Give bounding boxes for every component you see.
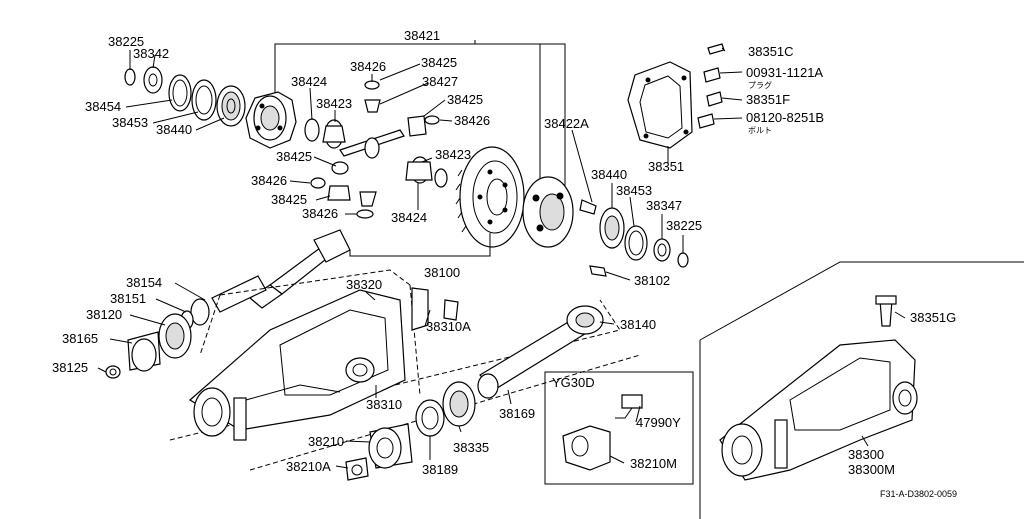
label-38425: 38425 — [447, 92, 483, 107]
note-bolt: ボルト — [748, 126, 772, 135]
front-seal-stack — [105, 275, 267, 379]
label-38426: 38426 — [251, 173, 287, 188]
label-47990Y: 47990Y — [636, 415, 681, 430]
label-38453: 38453 — [112, 115, 148, 130]
label-38347: 38347 — [646, 198, 682, 213]
label-38165: 38165 — [62, 331, 98, 346]
label-38426: 38426 — [302, 206, 338, 221]
label-38320: 38320 — [346, 277, 382, 292]
part-labels: 38225 38342 38454 38453 38440 38421 3842… — [52, 28, 957, 499]
left-bearing-stack — [124, 66, 246, 127]
label-38421: 38421 — [404, 28, 440, 43]
rear-cover-38351 — [627, 43, 725, 149]
label-38342: 38342 — [133, 46, 169, 61]
label-38351F: 38351F — [746, 92, 790, 107]
label-38189: 38189 — [422, 462, 458, 477]
bracket-38320 — [411, 287, 429, 331]
yg30d-box — [544, 371, 694, 485]
label-38100: 38100 — [424, 265, 460, 280]
label-38424: 38424 — [391, 210, 427, 225]
drawing-code: F31-A-D3802-0059 — [880, 489, 957, 499]
label-38351C: 38351C — [748, 44, 794, 59]
label-38424: 38424 — [291, 74, 327, 89]
label-38300M: 38300M — [848, 462, 895, 477]
label-38125: 38125 — [52, 360, 88, 375]
drive-pinion-38100 — [248, 229, 491, 309]
label-38427: 38427 — [422, 74, 458, 89]
label-38454: 38454 — [85, 99, 121, 114]
label-38423: 38423 — [316, 96, 352, 111]
label-38225: 38225 — [108, 34, 144, 49]
differential-case — [245, 91, 297, 149]
label-38440: 38440 — [591, 167, 627, 182]
label-38351G: 38351G — [910, 310, 956, 325]
label-08120-8251B: 08120-8251B — [746, 110, 824, 125]
label-38225: 38225 — [666, 218, 702, 233]
leader-lines — [97, 47, 906, 469]
label-38351: 38351 — [648, 159, 684, 174]
label-38335: 38335 — [453, 440, 489, 455]
label-38210A: 38210A — [286, 459, 331, 474]
gear-cluster — [304, 80, 448, 219]
label-38154: 38154 — [126, 275, 162, 290]
label-38210: 38210 — [308, 434, 344, 449]
carrier-housing-38310 — [188, 287, 459, 441]
label-38425: 38425 — [271, 192, 307, 207]
right-carrier — [522, 176, 689, 277]
note-plug: プラグ — [748, 80, 772, 90]
label-38440: 38440 — [156, 122, 192, 137]
label-38426: 38426 — [454, 113, 490, 128]
assembly-38300 — [699, 261, 1024, 519]
o-ring-38225 — [124, 68, 136, 86]
axle-shaft-38140 — [477, 305, 604, 399]
label-38120: 38120 — [86, 307, 122, 322]
label-38423: 38423 — [435, 147, 471, 162]
bracket-38421 — [274, 40, 566, 190]
ring-gear — [455, 146, 525, 248]
label-38169: 38169 — [499, 406, 535, 421]
label-38425: 38425 — [421, 55, 457, 70]
label-38422A: 38422A — [544, 116, 589, 131]
label-38210M: 38210M — [630, 456, 677, 471]
label-00931-1121A: 00931-1121A — [746, 65, 823, 80]
lower-bearings — [345, 381, 476, 481]
label-YG30D: YG30D — [552, 375, 595, 390]
oil-seal-38342 — [143, 66, 163, 94]
label-38151: 38151 — [110, 291, 146, 306]
label-38426: 38426 — [350, 59, 386, 74]
label-38310: 38310 — [366, 397, 402, 412]
label-38425: 38425 — [276, 149, 312, 164]
label-38310A: 38310A — [426, 319, 471, 334]
label-38140: 38140 — [620, 317, 656, 332]
label-38453: 38453 — [616, 183, 652, 198]
label-38300: 38300 — [848, 447, 884, 462]
label-38102: 38102 — [634, 273, 670, 288]
